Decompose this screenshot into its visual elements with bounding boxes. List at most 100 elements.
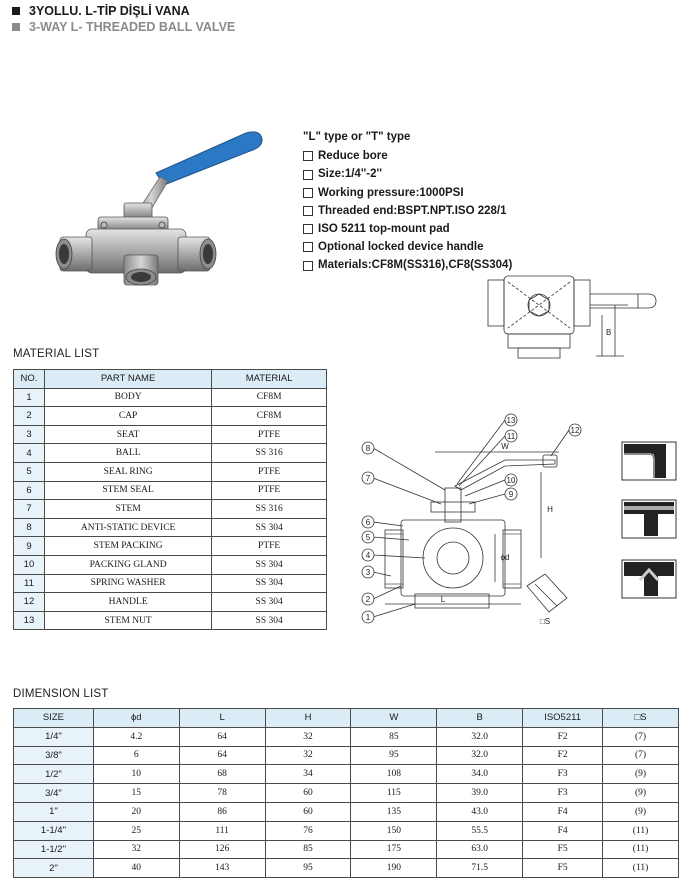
table-cell: SS 304 [211,610,327,631]
column-header: B [436,708,524,728]
table-cell: 32 [92,839,180,860]
table-cell: SS 316 [211,499,327,519]
table-cell: 4 [13,443,45,463]
table-cell: SS 304 [211,554,327,575]
checkbox-icon [303,242,313,253]
column-header: NO. [13,369,45,389]
feature-item: ISO 5211 top-mount pad [303,220,512,238]
table-cell: SS 304 [211,517,327,538]
table-cell: 40 [92,858,180,879]
bullet-square-icon [12,23,20,31]
table-cell: SEAL RING [43,461,213,482]
table-cell: BODY [43,387,213,408]
flow-pattern-icons [621,441,677,599]
table-cell: 3 [13,424,45,445]
checkbox-icon [303,169,313,180]
table-cell: PACKING GLAND [43,554,213,575]
table-cell: 76 [264,820,352,841]
table-cell: 60 [264,783,352,803]
callout-9: 9 [509,490,514,499]
table-cell: 126 [178,839,266,860]
callout-12: 12 [571,426,580,435]
table-cell: 4.2 [92,726,180,747]
table-cell: PTFE [211,536,327,556]
table-cell: 10 [13,554,45,575]
dim-label-d: ϕd [501,553,510,562]
table-cell: (7) [602,745,679,766]
table-cell: BALL [43,443,213,463]
table-cell: F5 [522,839,604,860]
table-cell: 34.0 [436,764,524,785]
table-cell: 25 [92,820,180,841]
table-cell: 15 [92,783,180,803]
column-header: H [264,708,352,728]
table-cell: (11) [602,820,679,841]
column-header: L [178,708,266,728]
table-cell: 11 [13,573,45,594]
feature-item: Optional locked device handle [303,238,512,256]
table-cell: 13 [13,610,45,631]
table-cell: HANDLE [43,592,213,612]
table-cell: F5 [522,858,604,879]
table-cell: 7 [13,499,45,519]
table-cell: 6 [92,745,180,766]
table-cell: 3/8" [13,745,94,766]
checkbox-icon [303,205,313,216]
flow-closed-icon [621,559,677,599]
column-header: SIZE [13,708,94,728]
table-cell: 95 [264,858,352,879]
table-cell: 78 [178,783,266,803]
checkbox-icon [303,260,313,271]
table-cell: 71.5 [436,858,524,879]
table-cell: 1-1/4" [13,820,94,841]
table-cell: F3 [522,783,604,803]
column-header: □S [602,708,679,728]
table-cell: 64 [178,726,266,747]
table-cell: 115 [350,783,438,803]
table-cell: 3/4" [13,783,94,803]
table-cell: 111 [178,820,266,841]
table-cell: F4 [522,801,604,822]
table-cell: ANTI-STATIC DEVICE [43,517,213,538]
table-cell: 32.0 [436,726,524,747]
features-heading: "L" type or "T" type [303,131,411,143]
table-cell: 9 [13,536,45,556]
flow-t-type-icon [621,499,677,539]
table-cell: (9) [602,783,679,803]
flow-l-type-icon [621,441,677,481]
callout-11: 11 [507,432,516,441]
table-cell: STEM PACKING [43,536,213,556]
table-cell: 175 [350,839,438,860]
feature-item: Materials:CF8M(SS316),CF8(SS304) [303,256,512,274]
table-cell: 10 [92,764,180,785]
top-view-drawing: B [487,275,657,359]
table-cell: (11) [602,858,679,879]
callout-4: 4 [366,551,371,560]
table-cell: CF8M [211,387,327,408]
table-cell: SPRING WASHER [43,573,213,594]
column-header: W [350,708,438,728]
dim-label-b: B [606,328,611,337]
column-header: MATERIAL [211,369,327,389]
table-cell: 68 [178,764,266,785]
table-cell: 32.0 [436,745,524,766]
callout-5: 5 [366,533,371,542]
column-header: ISO5211 [522,708,604,728]
dim-label-s: □S [540,617,550,626]
table-cell: 135 [350,801,438,822]
checkbox-icon [303,187,313,198]
checkbox-icon [303,151,313,162]
table-header-row: NO. PART NAME MATERIAL [13,369,327,389]
table-cell: (7) [602,726,679,747]
